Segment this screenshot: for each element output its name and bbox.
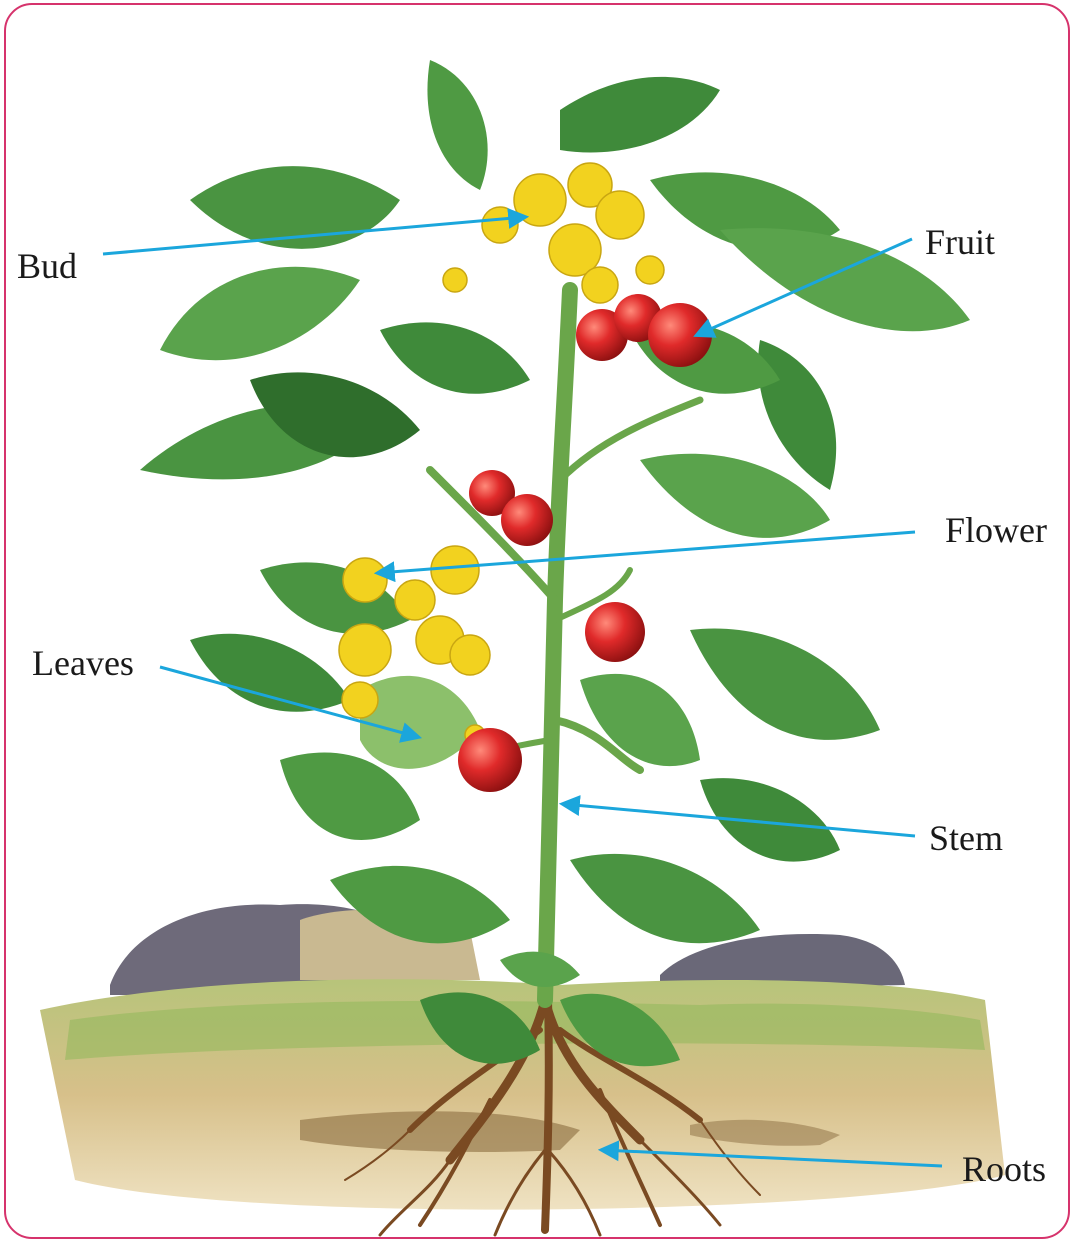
bud-label: Bud — [17, 248, 77, 284]
flower-label: Flower — [945, 512, 1047, 548]
leaves-label: Leaves — [32, 645, 134, 681]
roots-label: Roots — [962, 1151, 1046, 1187]
stem-label: Stem — [929, 820, 1003, 856]
fruit-label: Fruit — [925, 224, 995, 260]
soil-ground — [40, 979, 1005, 1209]
